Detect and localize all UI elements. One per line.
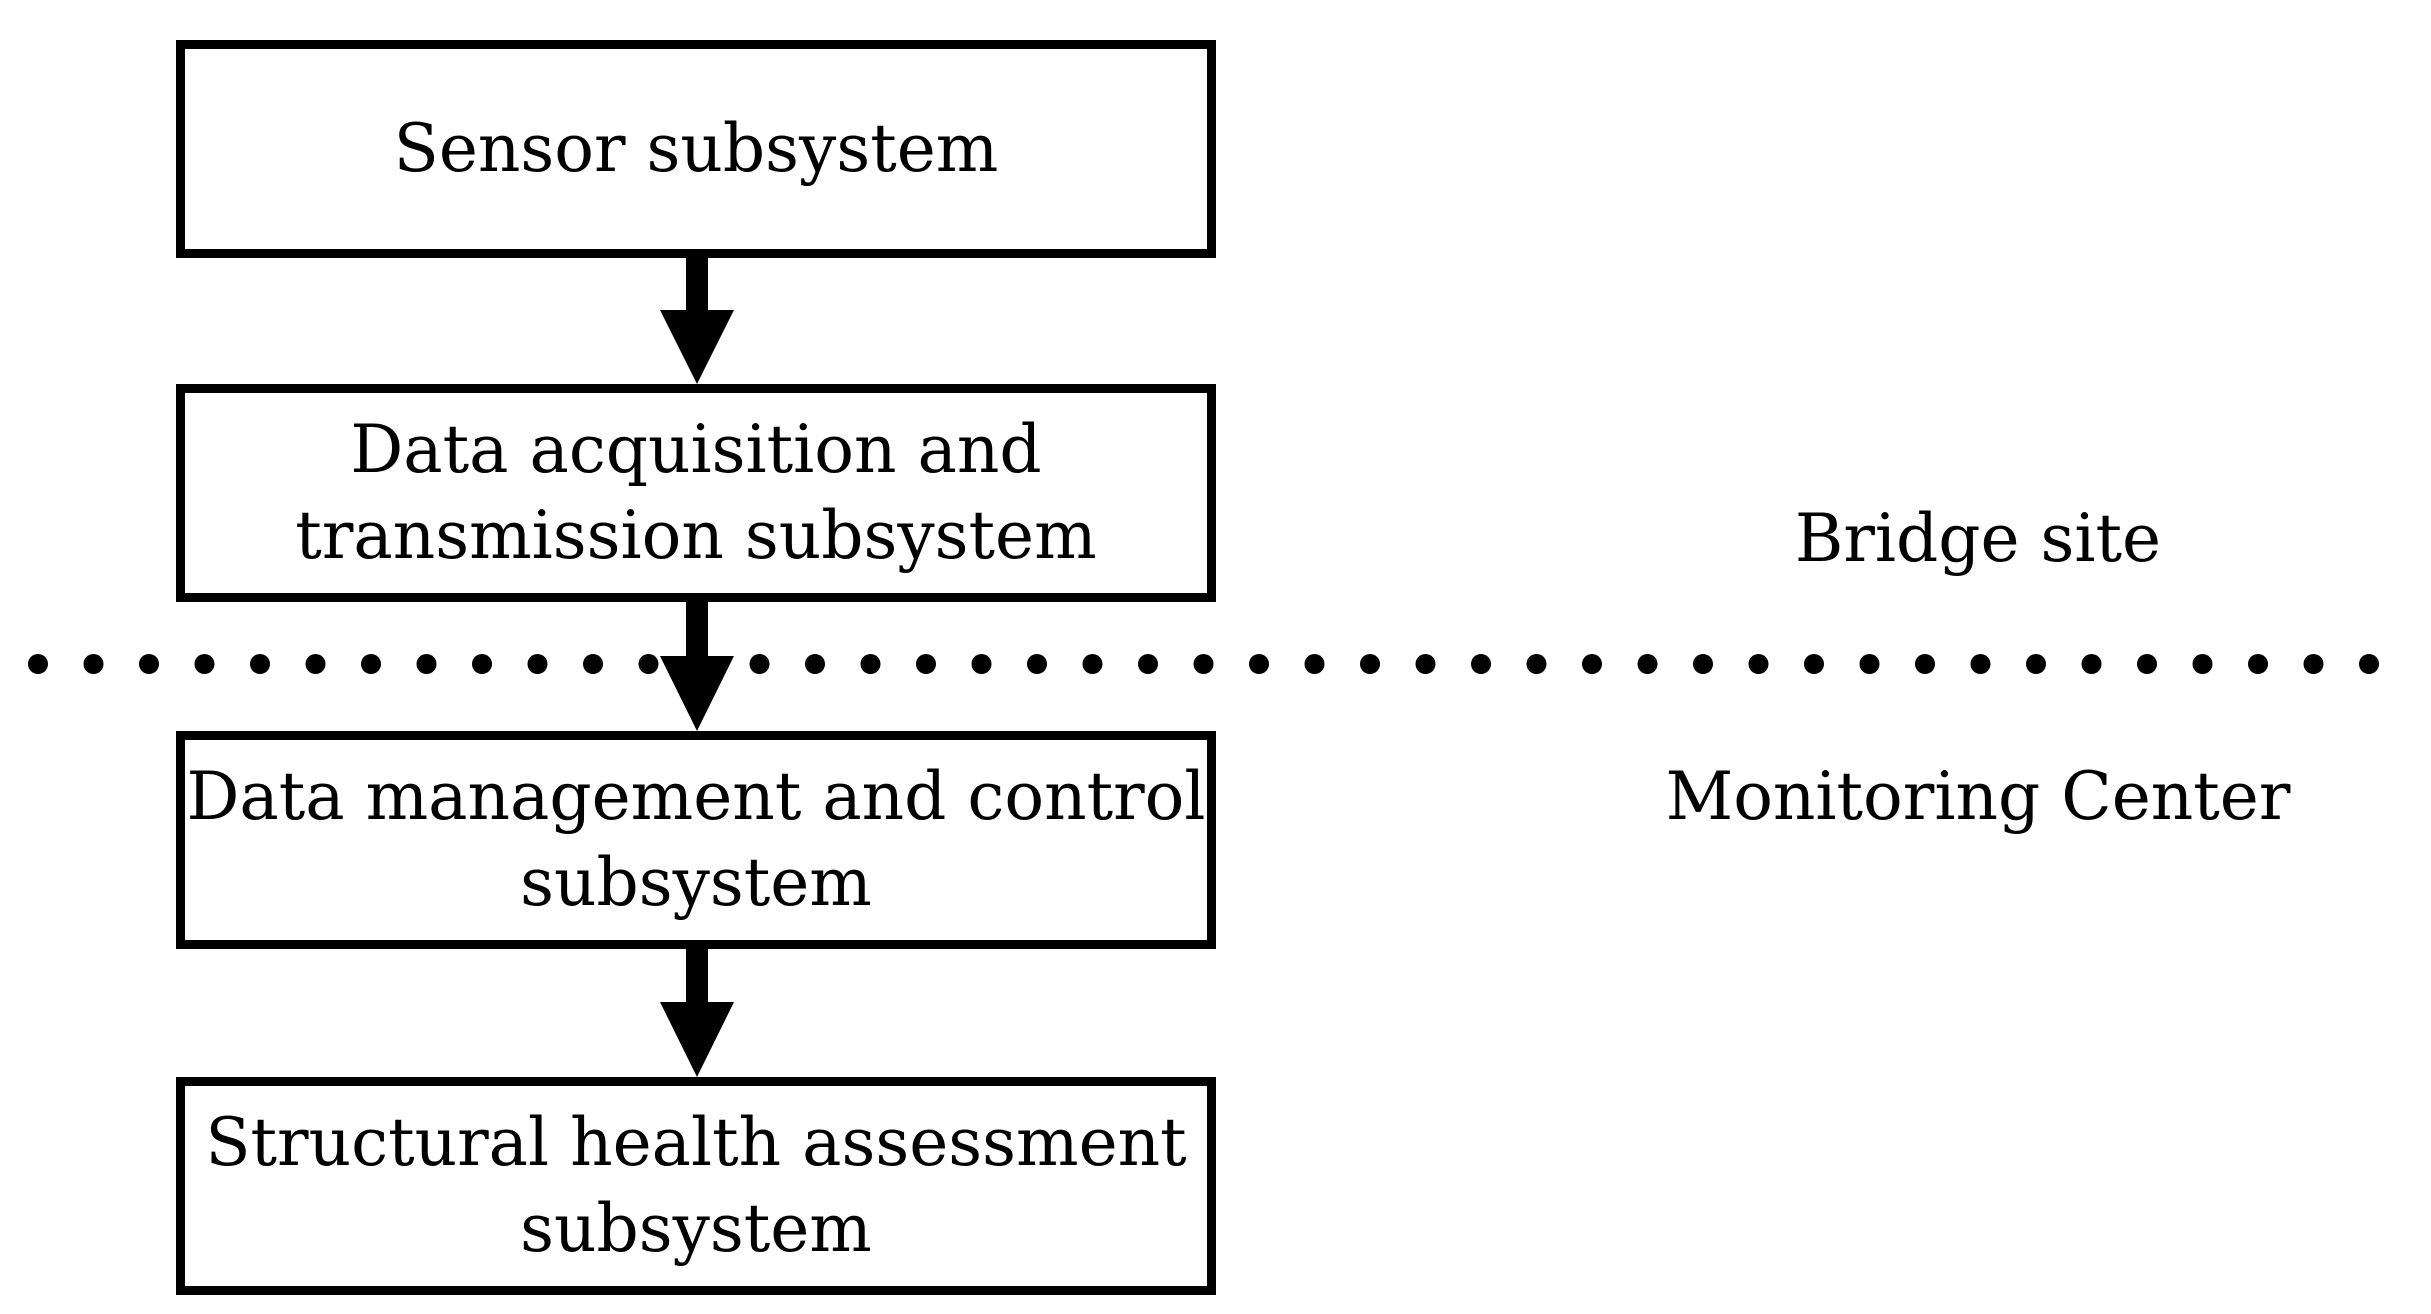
boundary-dot xyxy=(472,654,492,674)
boundary-dot xyxy=(250,654,270,674)
sensor-subsystem-box: Sensor subsystem xyxy=(176,40,1216,258)
boundary-dot xyxy=(139,654,159,674)
boundary-dot xyxy=(1693,654,1713,674)
boundary-dot xyxy=(749,654,770,674)
boundary-dot xyxy=(1748,654,1769,674)
boundary-dot xyxy=(2081,654,2102,674)
boundary-dot xyxy=(583,654,603,674)
arrow-acquisition-to-management xyxy=(660,591,734,731)
data-management-control-box: Data management and control subsystem xyxy=(176,731,1216,949)
boundary-dot xyxy=(1082,654,1103,674)
structural-health-assessment-box: Structural health assessment subsystem xyxy=(176,1077,1216,1295)
boundary-dot xyxy=(1249,654,1269,674)
boundary-dot xyxy=(83,654,104,674)
boundary-dot xyxy=(1526,654,1547,674)
box-label-line: transmission subsystem xyxy=(295,497,1097,574)
box-label-line: Data acquisition and xyxy=(350,411,1042,488)
boundary-dot xyxy=(805,654,825,674)
boundary-dot xyxy=(860,654,881,674)
boundary-dot xyxy=(1970,654,1991,674)
arrow-management-to-assessment xyxy=(660,938,734,1077)
boundary-dot xyxy=(194,654,215,674)
boundary-dot xyxy=(305,654,326,674)
boundary-dot xyxy=(971,654,992,674)
boundary-dot xyxy=(2359,654,2379,674)
boundary-dot xyxy=(1637,654,1658,674)
box-label-line: subsystem xyxy=(520,1190,872,1267)
boundary-dot xyxy=(916,654,936,674)
boundary-dot xyxy=(2248,654,2268,674)
boundary-dot xyxy=(416,654,437,674)
boundary-dot xyxy=(1138,654,1158,674)
box-label-line: subsystem xyxy=(520,844,872,921)
boundary-dot xyxy=(1304,654,1325,674)
boundary-dot xyxy=(1415,654,1436,674)
data-acquisition-transmission-box: Data acquisition and transmission subsys… xyxy=(176,384,1216,602)
boundary-dot xyxy=(1027,654,1047,674)
boundary-dot xyxy=(1859,654,1880,674)
boundary-dot xyxy=(2303,654,2324,674)
zone-label-monitoring-center: Monitoring Center xyxy=(1665,758,2291,835)
boundary-dot xyxy=(527,654,548,674)
arrow-sensor-to-acquisition xyxy=(660,247,734,384)
boundary-dot xyxy=(1804,654,1824,674)
boundary-dot xyxy=(1582,654,1602,674)
zone-label-bridge-site: Bridge site xyxy=(1794,500,2162,577)
boundary-dot xyxy=(1471,654,1491,674)
boundary-dot xyxy=(638,654,659,674)
boundary-dot xyxy=(2137,654,2157,674)
boundary-dot xyxy=(1915,654,1935,674)
box-label-line: Structural health assessment xyxy=(205,1104,1187,1181)
boundary-dot xyxy=(2026,654,2046,674)
zone-boundary-dotted-line xyxy=(28,654,2379,674)
box-label-line: Sensor subsystem xyxy=(393,110,999,187)
boundary-dot xyxy=(361,654,381,674)
box-label-line: Data management and control xyxy=(186,758,1206,835)
boundary-dot xyxy=(2192,654,2213,674)
boundary-dot xyxy=(28,654,48,674)
boundary-dot xyxy=(1360,654,1380,674)
boundary-dot xyxy=(1193,654,1214,674)
